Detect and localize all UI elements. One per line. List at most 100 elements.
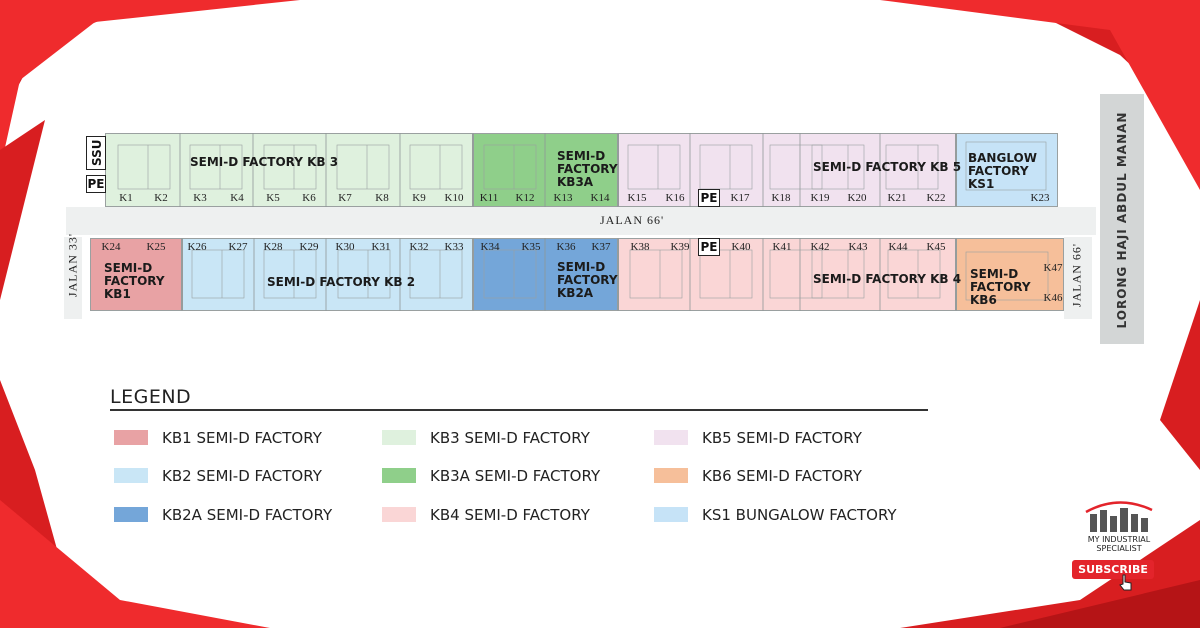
legend-swatch-kb3a — [382, 468, 416, 483]
lot-label-k7: K7 — [338, 192, 352, 204]
zone-label-kb1-line1: SEMI-D — [104, 261, 153, 275]
legend-swatch-kb3 — [382, 430, 416, 445]
lot-label-k4: K4 — [230, 192, 244, 204]
zone-kb3-block — [105, 133, 473, 207]
legend-swatch-kb6 — [654, 468, 688, 483]
legend-item-kb1: KB1 SEMI-D FACTORY — [114, 428, 384, 448]
lot-label-k35: K35 — [521, 241, 541, 253]
lot-label-k20: K20 — [847, 192, 867, 204]
lot-label-k12: K12 — [515, 192, 535, 204]
zone-label-kb3a-line1: SEMI-D — [557, 149, 606, 163]
legend-divider — [110, 409, 928, 411]
legend-item-kb6: KB6 SEMI-D FACTORY — [654, 466, 924, 486]
legend-swatch-kb2a — [114, 507, 148, 522]
cursor-hand-icon — [1119, 574, 1132, 591]
zone-label-kb6-line3: KB6 — [970, 293, 997, 307]
lot-label-k27: K27 — [228, 241, 248, 253]
zone-label-kb6-line2: FACTORY — [970, 280, 1031, 294]
subscribe-button[interactable]: SUBSCRIBE — [1072, 560, 1154, 579]
lot-label-k41: K41 — [772, 241, 792, 253]
zone-kb6-block — [956, 238, 1064, 311]
lot-label-k19: K19 — [810, 192, 830, 204]
zone-label-ks1-line1: BANGLOW — [968, 151, 1037, 165]
lot-label-k17: K17 — [730, 192, 750, 204]
zone-kb1-block — [90, 238, 182, 311]
brand-line2: SPECIALIST — [1096, 544, 1142, 553]
legend-item-kb5: KB5 SEMI-D FACTORY — [654, 428, 924, 448]
pe-marker-3: PE — [698, 238, 720, 256]
brand-line1: MY INDUSTRIAL — [1087, 535, 1151, 544]
pe-marker-1: PE — [86, 175, 106, 193]
legend-swatch-kb4 — [382, 507, 416, 522]
zone-label-kb3a: SEMI-D FACTORY KB3A — [557, 150, 618, 189]
lot-label-k2: K2 — [154, 192, 168, 204]
lot-label-k25: K25 — [146, 241, 166, 253]
legend-item-kb2a: KB2A SEMI-D FACTORY — [114, 505, 384, 525]
lot-label-k33: K33 — [444, 241, 464, 253]
lot-label-k3: K3 — [193, 192, 207, 204]
lot-label-k26: K26 — [187, 241, 207, 253]
zone-label-kb4: SEMI-D FACTORY KB 4 — [813, 272, 962, 286]
lot-label-k42: K42 — [810, 241, 830, 253]
lot-label-k1: K1 — [119, 192, 133, 204]
legend-label-kb6: KB6 SEMI-D FACTORY — [702, 467, 862, 485]
legend-item-kb3a: KB3A SEMI-D FACTORY — [382, 466, 652, 486]
legend-item-kb2: KB2 SEMI-D FACTORY — [114, 466, 384, 486]
lot-label-k24: K24 — [101, 241, 121, 253]
jalan-66-main-road — [66, 207, 1096, 235]
jalan-33-road — [64, 237, 82, 319]
jalan-66-main-label: JALAN 66' — [600, 213, 665, 227]
zone-label-kb2a-line2: FACTORY — [557, 273, 618, 287]
lot-label-k40: K40 — [731, 241, 751, 253]
legend-swatch-ks1 — [654, 507, 688, 522]
factory-logo-icon — [1085, 501, 1153, 532]
legend-item-kb4: KB4 SEMI-D FACTORY — [382, 505, 652, 525]
zone-label-kb1-line2: FACTORY — [104, 274, 165, 288]
lot-label-k29: K29 — [299, 241, 319, 253]
legend-label-kb3a: KB3A SEMI-D FACTORY — [430, 467, 601, 485]
legend-label-kb2: KB2 SEMI-D FACTORY — [162, 467, 322, 485]
lot-label-k21: K21 — [887, 192, 907, 204]
legend-title: LEGEND — [110, 386, 192, 408]
ssu-marker: SSU — [86, 136, 106, 170]
zone-label-kb3: SEMI-D FACTORY KB 3 — [190, 155, 339, 169]
lot-label-k37: K37 — [591, 241, 611, 253]
zone-label-kb3a-line3: KB3A — [557, 175, 594, 189]
lot-label-k31: K31 — [371, 241, 391, 253]
zone-kb5-block — [618, 133, 956, 207]
lot-label-k45: K45 — [926, 241, 946, 253]
zone-label-kb6: SEMI-D FACTORY KB6 — [970, 268, 1031, 307]
lot-label-k38: K38 — [630, 241, 650, 253]
pe-marker-2: PE — [698, 189, 720, 207]
lot-label-k30: K30 — [335, 241, 355, 253]
legend-label-kb5: KB5 SEMI-D FACTORY — [702, 429, 862, 447]
zone-label-kb1: SEMI-D FACTORY KB1 — [104, 262, 165, 301]
lot-label-k6: K6 — [302, 192, 316, 204]
zone-label-kb2a: SEMI-D FACTORY KB2A — [557, 261, 618, 300]
zone-label-kb2: SEMI-D FACTORY KB 2 — [267, 275, 416, 289]
lot-label-k47: K47 — [1043, 262, 1063, 274]
legend-swatch-kb1 — [114, 430, 148, 445]
lot-label-k43: K43 — [848, 241, 868, 253]
legend-item-ks1: KS1 BUNGALOW FACTORY — [654, 505, 924, 525]
lot-label-k9: K9 — [412, 192, 426, 204]
lot-label-k15: K15 — [627, 192, 647, 204]
lot-label-k16: K16 — [665, 192, 685, 204]
lot-label-k14: K14 — [590, 192, 610, 204]
legend-label-ks1: KS1 BUNGALOW FACTORY — [702, 506, 897, 524]
legend-item-kb3: KB3 SEMI-D FACTORY — [382, 428, 652, 448]
zone-label-kb2a-line3: KB2A — [557, 286, 594, 300]
lot-label-k23: K23 — [1030, 192, 1050, 204]
lot-label-k10: K10 — [444, 192, 464, 204]
legend-swatch-kb2 — [114, 468, 148, 483]
zone-label-kb1-line3: KB1 — [104, 287, 131, 301]
zone-kb3a-block — [473, 133, 618, 207]
jalan-66-side-road — [1064, 237, 1092, 319]
zone-label-kb3a-line2: FACTORY — [557, 162, 618, 176]
zone-label-ks1-line2: FACTORY — [968, 164, 1029, 178]
zone-label-ks1: BANGLOW FACTORY KS1 — [968, 152, 1037, 191]
legend-label-kb1: KB1 SEMI-D FACTORY — [162, 429, 322, 447]
lot-label-k36: K36 — [556, 241, 576, 253]
